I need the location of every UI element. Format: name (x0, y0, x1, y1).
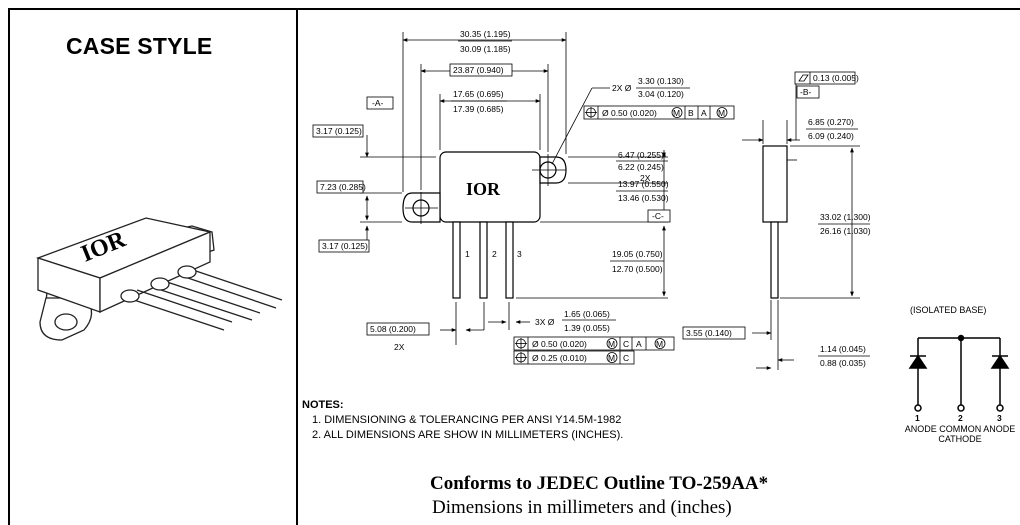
front-view (402, 151, 567, 299)
lead-dia-max: 1.65 (0.065) (564, 309, 610, 319)
dimension-lines (360, 32, 668, 345)
body-h-max: 13.97 (0.550) (618, 179, 669, 189)
pin-names-line-1: ANODE COMMON ANODE (904, 424, 1016, 434)
flatness-value: 0.13 (0.005) (813, 73, 859, 83)
dim-pin-span: 23.87 (0.940) (453, 65, 504, 75)
pin-pitch: 5.08 (0.200) (370, 324, 416, 334)
fcf-lead1-mod: M (608, 339, 615, 349)
note-item-2: 2. ALL DIMENSIONS ARE SHOW IN MILLIMETER… (312, 429, 624, 441)
fcf-lead1-mod-2: M (656, 339, 663, 349)
notes-block: NOTES: 1. DIMENSIONING & TOLERANCING PER… (302, 398, 623, 443)
notes-heading: NOTES: (302, 399, 344, 411)
package-logo-front: IOR (466, 179, 501, 199)
fcf-lead2-datum-c: C (623, 353, 629, 363)
fcf-hole-mod-2: M (718, 108, 725, 118)
lead-len-min: 12.70 (0.500) (612, 264, 663, 274)
jedec-conformance: Conforms to JEDEC Outline TO-259AA* (430, 473, 769, 494)
side-width-max: 6.85 (0.270) (808, 117, 854, 127)
dim-left-top: 3.17 (0.125) (316, 126, 362, 136)
dim-overall-len-max: 30.35 (1.195) (460, 29, 511, 39)
fcf-hole-datum-b: B (688, 108, 694, 118)
total-h-max: 33.02 (1.300) (820, 212, 871, 222)
column-divider (296, 8, 298, 525)
side-view (762, 145, 797, 299)
lead-dia-min: 1.39 (0.055) (564, 323, 610, 333)
hole-dia-prefix: 2X Ø (612, 83, 632, 93)
hole-dia-max: 3.30 (0.130) (638, 76, 684, 86)
datum-a: -A- (372, 98, 384, 108)
page-frame (8, 8, 1020, 525)
fcf-hole-value: Ø 0.50 (0.020) (602, 108, 657, 118)
hole-dia-min: 3.04 (0.120) (638, 89, 684, 99)
body-h-min: 13.46 (0.530) (618, 193, 669, 203)
total-h-min: 26.16 (1.030) (820, 226, 871, 236)
fcf-lead2-mod: M (608, 353, 615, 363)
schem-pin-3: 3 (997, 413, 1002, 423)
pin-names-line-2: CATHODE (938, 434, 982, 444)
datum-c: -C- (652, 211, 664, 221)
pin-pitch-count: 2X (394, 342, 405, 352)
dim-overall-len-min: 30.09 (1.185) (460, 44, 511, 54)
lead-thk-min: 0.88 (0.035) (820, 358, 866, 368)
fcf-lead2-value: Ø 0.25 (0.010) (532, 353, 587, 363)
dimension-labels: 30.35 (1.195) 30.09 (1.185) 23.87 (0.940… (312, 29, 871, 368)
fcf-hole-datum-a: A (701, 108, 707, 118)
lead-dia-prefix: 3X Ø (535, 317, 555, 327)
package-3d-illustration (36, 217, 283, 341)
pin-label-2: 2 (492, 249, 497, 259)
fcf-hole-mod: M (673, 108, 680, 118)
pin-label-1: 1 (465, 249, 470, 259)
dim-left-mid: 7.23 (0.285) (320, 182, 366, 192)
hole-y-count: 2X (640, 173, 651, 183)
dimensions-note: Dimensions in millimeters and (inches) (432, 497, 732, 518)
schem-pin-1: 1 (915, 413, 920, 423)
dim-left-bottom: 3.17 (0.125) (322, 241, 368, 251)
fcf-lead1-value: Ø 0.50 (0.020) (532, 339, 587, 349)
case-style-title: CASE STYLE (66, 33, 213, 59)
hole-y-min: 6.22 (0.245) (618, 162, 664, 172)
hole-y-max: 6.47 (0.255) (618, 150, 664, 160)
dim-body-len-min: 17.39 (0.685) (453, 104, 504, 114)
feature-control-frame-hole (583, 105, 735, 120)
schem-pin-2: 2 (958, 413, 963, 423)
side-width-min: 6.09 (0.240) (808, 131, 854, 141)
pin-label-3: 3 (517, 249, 522, 259)
lead-len-max: 19.05 (0.750) (612, 249, 663, 259)
isolated-base-label: (ISOLATED BASE) (910, 305, 987, 315)
side-offset: 3.55 (0.140) (686, 328, 732, 338)
fcf-lead1-datum-c: C (623, 339, 629, 349)
pin-names: ANODE COMMON ANODE CATHODE (900, 424, 1020, 444)
datum-b: -B- (800, 87, 812, 97)
dim-body-len-max: 17.65 (0.695) (453, 89, 504, 99)
fcf-lead1-datum-a: A (636, 339, 642, 349)
lead-thk-max: 1.14 (0.045) (820, 344, 866, 354)
diode-schematic (908, 334, 1010, 412)
note-item-1: 1. DIMENSIONING & TOLERANCING PER ANSI Y… (312, 414, 622, 426)
